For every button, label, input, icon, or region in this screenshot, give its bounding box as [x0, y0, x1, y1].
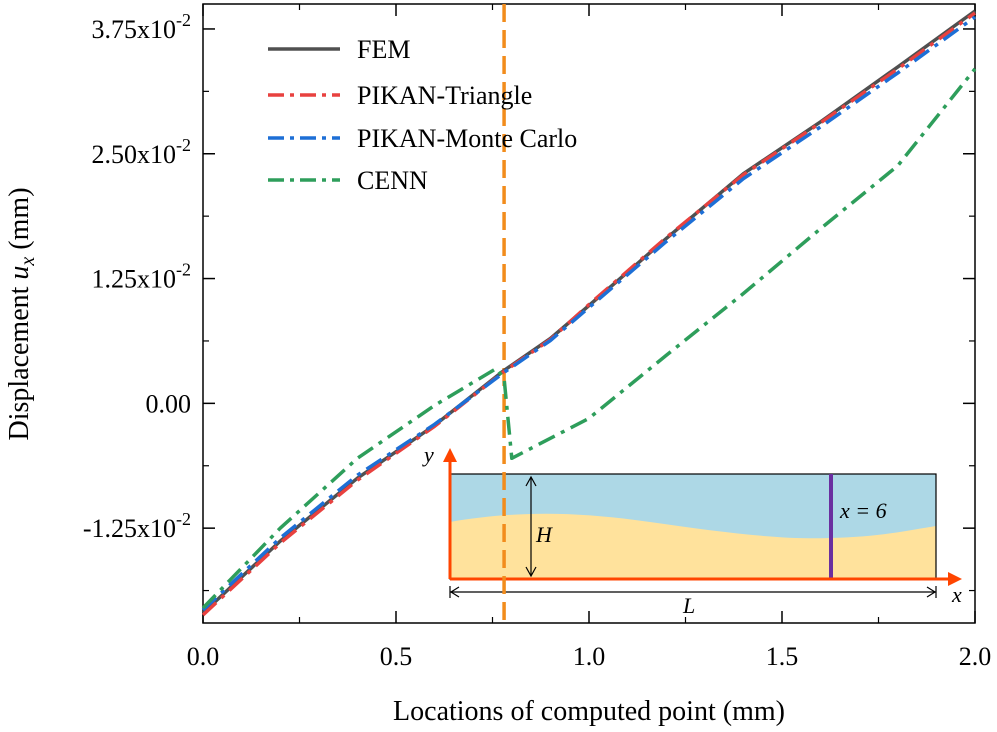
inset-schematic: x = 6 H L y x [422, 442, 962, 618]
legend-entry-fem: FEM [268, 35, 410, 64]
y-tick-mantissa: 0.00 [146, 389, 192, 418]
y-tick-exponent: -2 [176, 10, 191, 30]
x-tick-label: 1.5 [766, 642, 799, 671]
x-axis-label: Locations of computed point (mm) [393, 696, 785, 727]
y-tick-labels: -1.25x10-20.001.25x10-22.50x10-23.75x10-… [83, 10, 191, 543]
inset-x-axis-arrow [948, 572, 962, 586]
y-axis-label-subscript: x [17, 257, 39, 267]
y-tick-mantissa: -1.25x10 [83, 514, 176, 543]
inset-lower-region [450, 513, 936, 579]
series-line-pikan-monte-carlo [201, 15, 977, 612]
y-tick-mantissa: 1.25x10 [92, 265, 177, 294]
legend-label-pikan-triangle: PIKAN-Triangle [357, 81, 532, 110]
axis-ticks [202, 4, 976, 623]
y-axis-label-symbol: u [4, 266, 35, 280]
y-tick-mantissa: 2.50x10 [92, 140, 177, 169]
y-tick-exponent: -2 [176, 260, 191, 280]
legend-label-cenn: CENN [357, 166, 428, 195]
y-axis-label-unit: (mm) [4, 187, 35, 256]
legend: FEM PIKAN-Triangle PIKAN-Monte Carlo CEN… [268, 35, 577, 195]
inset-y-label: y [422, 442, 434, 467]
legend-entry-pikan-triangle: PIKAN-Triangle [268, 81, 532, 110]
inset-length-arrow-left [449, 586, 460, 598]
x-tick-label: 2.0 [959, 642, 992, 671]
y-tick-label: 2.50x10-2 [92, 135, 192, 169]
y-tick-label: 1.25x10-2 [92, 260, 192, 294]
y-tick-label: -1.25x10-2 [83, 509, 191, 543]
series-lines [201, 9, 977, 617]
inset-length-label: L [682, 593, 695, 618]
x-tick-labels: 0.0 0.5 1.0 1.5 2.0 [187, 642, 992, 671]
x-tick-label: 1.0 [573, 642, 606, 671]
y-axis-label-prefix: Displacement [4, 280, 35, 441]
legend-entry-pikan-monte-carlo: PIKAN-Monte Carlo [268, 124, 577, 153]
inset-height-arrow-top [525, 475, 537, 487]
inset-y-axis-arrow [443, 448, 457, 462]
inset-length-arrow-right [926, 586, 937, 598]
y-axis-label: Displacement ux (mm) [4, 187, 39, 440]
legend-entry-cenn: CENN [268, 166, 428, 195]
inset-height-arrow-bottom [525, 566, 537, 578]
y-tick-label: 3.75x10-2 [92, 10, 192, 44]
y-tick-exponent: -2 [176, 509, 191, 529]
series-line-pikan-triangle [201, 11, 977, 617]
inset-section-label: x = 6 [839, 498, 887, 523]
legend-label-pikan-monte-carlo: PIKAN-Monte Carlo [357, 124, 577, 153]
inset-x-label: x [951, 582, 962, 607]
x-tick-label: 0.5 [380, 642, 413, 671]
y-tick-exponent: -2 [176, 135, 191, 155]
series-line-cenn [201, 67, 977, 610]
x-tick-label: 0.0 [187, 642, 220, 671]
inset-height-label: H [535, 522, 553, 547]
y-tick-mantissa: 3.75x10 [92, 15, 177, 44]
y-tick-label: 0.00 [146, 389, 192, 418]
legend-label-fem: FEM [357, 35, 410, 64]
